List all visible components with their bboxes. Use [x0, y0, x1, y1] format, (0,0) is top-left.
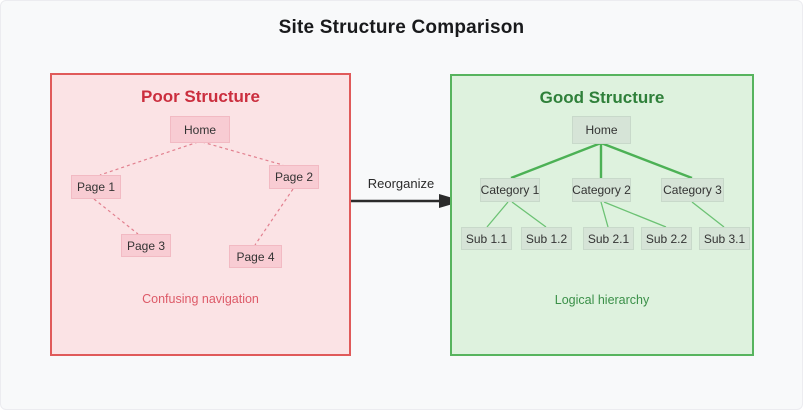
poor-node-page-2-label: Page 2 — [274, 170, 314, 184]
good-node-sub-1-2: Sub 1.2 — [521, 227, 572, 250]
poor-node-page-3: Page 3 — [121, 234, 171, 257]
edge-cat1-sub12 — [511, 201, 547, 228]
edge-home-cat1 — [510, 141, 602, 180]
poor-node-home-label: Home — [183, 122, 216, 137]
poor-structure-panel: Poor Structure Home Page 1 Page 2 Page 3… — [50, 73, 351, 356]
poor-panel-caption: Confusing navigation — [142, 292, 259, 306]
good-node-category-3: Category 3 — [661, 178, 724, 202]
poor-panel-title: Poor Structure — [140, 87, 261, 106]
poor-node-page-4: Page 4 — [229, 245, 282, 268]
reorganize-label: Reorganize — [367, 176, 435, 191]
edge-home-page2 — [201, 141, 284, 166]
good-node-sub-3-1-label: Sub 3.1 — [703, 231, 746, 246]
good-node-sub-2-1-label: Sub 2.1 — [587, 231, 630, 246]
poor-node-page-1-label: Page 1 — [76, 180, 116, 194]
edge-cat3-sub31 — [691, 201, 725, 228]
poor-node-page-4-label: Page 4 — [236, 249, 275, 264]
edge-page1-page3 — [93, 198, 139, 235]
good-node-sub-2-2-label: Sub 2.2 — [645, 231, 688, 246]
good-node-category-2: Category 2 — [572, 178, 631, 202]
edge-cat1-sub11 — [486, 201, 509, 228]
good-node-sub-1-1-label: Sub 1.1 — [465, 231, 508, 246]
edge-cat2-sub22 — [603, 201, 667, 228]
good-node-home: Home — [572, 116, 631, 144]
poor-node-page-2: Page 2 — [269, 165, 319, 189]
good-node-sub-1-2-label: Sub 1.2 — [525, 231, 568, 246]
good-node-sub-3-1: Sub 3.1 — [699, 227, 750, 250]
good-panel-caption: Logical hierarchy — [554, 293, 650, 307]
good-node-sub-1-1: Sub 1.1 — [461, 227, 512, 250]
poor-node-page-1: Page 1 — [71, 175, 121, 199]
good-node-category-2-label: Category 2 — [572, 183, 631, 197]
page-title: Site Structure Comparison — [278, 17, 525, 38]
good-node-category-3-label: Category 3 — [663, 183, 722, 197]
edge-home-cat3 — [600, 141, 693, 180]
poor-node-page-3-label: Page 3 — [126, 238, 166, 253]
good-structure-panel: Good Structure Home Category 1 Category … — [450, 74, 754, 356]
poor-node-home: Home — [170, 116, 230, 143]
edge-cat2-sub21 — [600, 201, 609, 228]
good-node-category-1: Category 1 — [480, 178, 540, 202]
edge-home-page1 — [99, 141, 199, 176]
good-panel-title: Good Structure — [539, 88, 665, 107]
good-node-sub-2-1: Sub 2.1 — [583, 227, 634, 250]
good-node-home-label: Home — [585, 123, 618, 137]
good-node-sub-2-2: Sub 2.2 — [641, 227, 692, 250]
good-node-category-1-label: Category 1 — [480, 183, 540, 197]
edge-page2-page4 — [254, 188, 294, 246]
